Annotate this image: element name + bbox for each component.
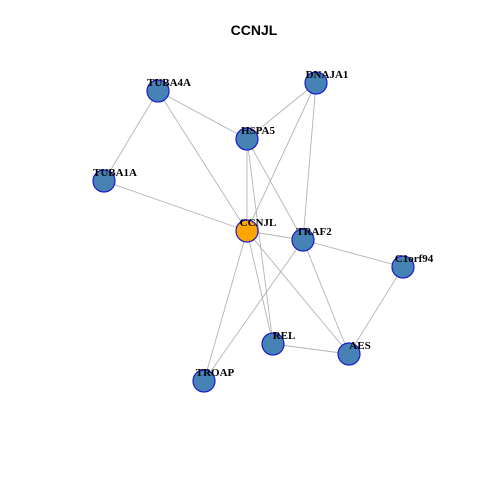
edge-rel-aes [272, 343, 350, 355]
node-label: TUBA4A [147, 77, 191, 89]
edge-tuba1a-ccnjl [103, 180, 248, 232]
node-ccnjl: CCNJL [235, 217, 277, 243]
edge-ccnjl-aes [246, 230, 350, 355]
node-troap: TROAP [192, 367, 235, 393]
edge-dnaja1-ccnjl [246, 82, 317, 232]
node-label: REL [273, 330, 296, 342]
node-circle [291, 228, 315, 252]
node-label: CCNJL [240, 217, 277, 229]
node-circle [261, 332, 285, 356]
node-hspa5: HSPA5 [235, 125, 276, 151]
edge-ccnjl-troap [203, 230, 248, 382]
edges-layer [103, 82, 404, 382]
edge-hspa5-traf2 [246, 138, 304, 241]
node-tuba4a: TUBA4A [146, 77, 191, 103]
node-c1orf94: C1orf94 [391, 253, 434, 279]
node-circle [235, 219, 259, 243]
edge-traf2-aes [302, 239, 350, 355]
edge-ccnjl-rel [246, 230, 274, 345]
node-circle [235, 127, 259, 151]
node-rel: REL [261, 330, 296, 356]
edge-traf2-c1orf94 [302, 239, 404, 268]
node-label: TUBA1A [93, 167, 137, 179]
edge-traf2-troap [203, 239, 304, 382]
node-label: TRAF2 [296, 226, 332, 238]
node-label: DNAJA1 [306, 69, 349, 81]
node-label: AES [349, 340, 370, 352]
node-tuba1a: TUBA1A [92, 167, 137, 193]
edge-tuba4a-ccnjl [157, 90, 248, 232]
node-circle [146, 79, 170, 103]
graph-title: CCNJL [231, 22, 278, 38]
node-traf2: TRAF2 [291, 226, 332, 252]
node-dnaja1: DNAJA1 [304, 69, 349, 95]
node-circle [92, 169, 116, 193]
edge-c1orf94-aes [348, 266, 404, 355]
node-aes: AES [337, 340, 371, 366]
edge-tuba4a-hspa5 [157, 90, 248, 140]
edge-hspa5-rel [246, 138, 274, 345]
node-circle [391, 255, 415, 279]
node-label: C1orf94 [395, 253, 434, 265]
edge-tuba4a-tuba1a [103, 90, 159, 182]
edge-dnaja1-traf2 [302, 82, 317, 241]
node-label: HSPA5 [241, 125, 276, 137]
node-circle [304, 71, 328, 95]
edge-dnaja1-hspa5 [246, 82, 317, 140]
node-circle [337, 342, 361, 366]
node-label: TROAP [196, 367, 235, 379]
node-circle [192, 369, 216, 393]
